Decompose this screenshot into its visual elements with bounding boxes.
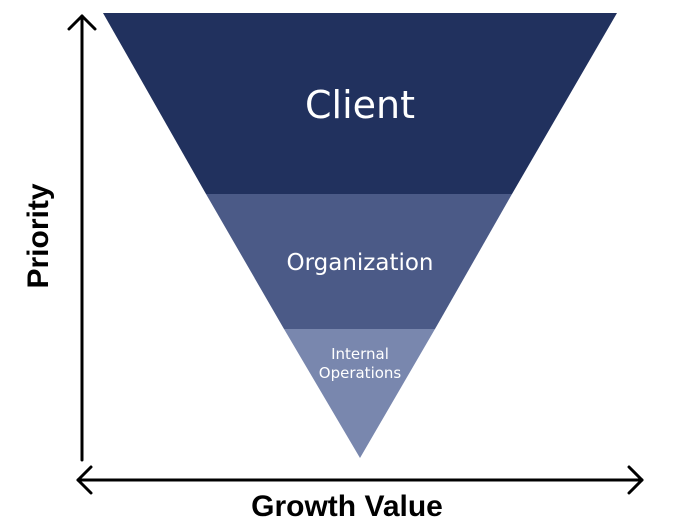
x-axis-left-arrow-icon xyxy=(76,465,93,495)
x-axis-label: Growth Value xyxy=(251,490,443,523)
y-axis-label: Priority xyxy=(22,183,55,288)
tier-internal-label-line1: Internal xyxy=(331,345,389,363)
tier-internal-operations xyxy=(284,329,435,458)
tier-organization xyxy=(206,194,512,329)
x-axis-right-arrow-icon xyxy=(627,465,644,495)
tier-organization-label: Organization xyxy=(286,250,433,276)
y-axis-arrow-icon xyxy=(67,14,97,31)
tier-client-label: Client xyxy=(305,83,415,127)
tier-internal-label-line2: Operations xyxy=(319,364,402,382)
tier-client xyxy=(103,13,617,194)
